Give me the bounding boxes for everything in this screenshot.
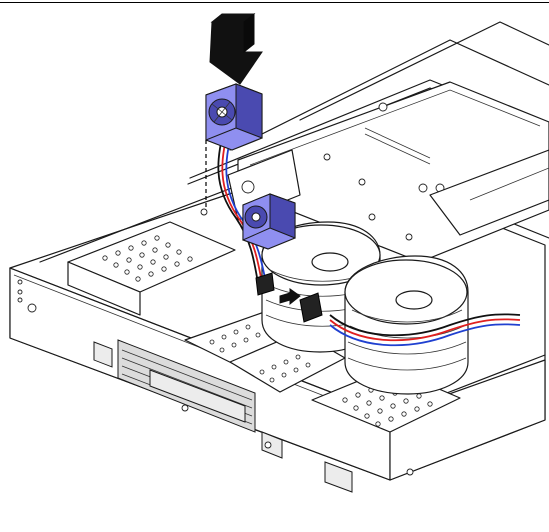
fan-connector — [255, 272, 323, 323]
server-chassis — [9, 21, 549, 493]
fan-cable — [217, 115, 521, 347]
alignment-pin-icon — [200, 208, 208, 216]
wire-red — [329, 318, 521, 342]
top-rule — [0, 2, 549, 3]
fan-module-installed — [242, 193, 296, 250]
wire-blue — [329, 323, 521, 347]
usb-port — [93, 341, 113, 368]
fan-module-removed — [205, 83, 263, 151]
optical-drive-slot — [149, 369, 246, 423]
wire-black — [329, 313, 521, 337]
wire-red — [221, 117, 263, 284]
usb-port — [261, 431, 283, 459]
motherboard-connector — [299, 292, 323, 323]
drive-bay-latch — [324, 461, 353, 493]
fan-duct-right — [344, 255, 469, 395]
drive-cage-left — [67, 221, 236, 316]
power-button-icon — [27, 303, 37, 313]
right-arrow-icon — [279, 288, 301, 306]
down-arrow-icon — [209, 12, 263, 85]
wire-black — [217, 115, 259, 284]
